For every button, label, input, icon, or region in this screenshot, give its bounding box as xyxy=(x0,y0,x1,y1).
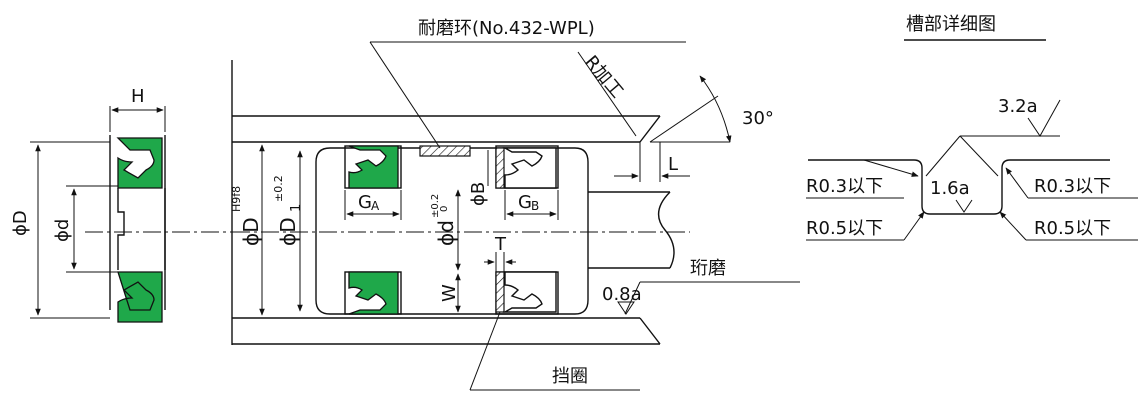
d1-label: ϕD xyxy=(276,217,300,246)
r05-left-leader xyxy=(903,211,925,241)
angle-arc xyxy=(699,75,732,143)
bore-chamfer-bottom xyxy=(639,317,661,345)
seal-a-bottom xyxy=(348,271,399,315)
seal-b-top xyxy=(502,147,557,189)
r05-right-label: R0.5以下 xyxy=(1034,218,1111,239)
bore-chamfer xyxy=(639,115,661,143)
r05-left-label: R0.5以下 xyxy=(806,218,883,239)
backup-ring-bottom xyxy=(495,271,505,313)
seal-a-top xyxy=(348,145,399,189)
gb-label: G xyxy=(518,192,532,213)
seal-lip-bottom xyxy=(117,271,163,323)
cylinder-assembly: ϕD H9f8 ϕD 1 ±0.2 G A G B ϕd ±0.2 0 ϕB T xyxy=(230,18,800,391)
seal-ring-section: H ϕD ϕd xyxy=(10,86,235,323)
r03-right-label: R0.3以下 xyxy=(1034,176,1111,197)
d0-label: ϕd xyxy=(434,220,458,246)
roughness-32-label: 3.2a xyxy=(998,96,1038,117)
groove-title: 槽部详细图 xyxy=(906,14,996,35)
backup-ring-label: 挡圈 xyxy=(552,366,588,387)
roughness-08-label: 0.8a xyxy=(602,284,642,305)
wear-ring xyxy=(419,145,471,157)
backup-leader xyxy=(469,311,501,391)
h-label: H xyxy=(131,86,145,107)
groove-profile xyxy=(808,159,1110,215)
bore-tolerance: H9f8 xyxy=(230,186,243,212)
r03-left-label: R0.3以下 xyxy=(806,176,883,197)
phid-label: ϕd xyxy=(52,219,73,242)
honing-label: 珩磨 xyxy=(690,258,726,279)
rod-break xyxy=(657,191,675,269)
backup-ring-top xyxy=(495,147,505,189)
seal-b-bottom xyxy=(502,271,557,313)
wear-ring-leader xyxy=(369,41,441,149)
piston-body xyxy=(315,147,589,315)
roughness-symbol-honing xyxy=(617,301,635,315)
phiD-label: ϕD xyxy=(10,210,31,236)
phib-label: ϕB xyxy=(468,182,489,206)
roughness-16-label: 1.6a xyxy=(930,178,970,199)
roughness-32-symbol xyxy=(1027,99,1061,137)
angle-label: 30° xyxy=(742,108,774,129)
d1-subscript: 1 xyxy=(289,204,304,212)
r-machining-label: R加工 xyxy=(580,52,627,103)
honing-leader xyxy=(624,281,641,315)
groove-detail: 槽部详细图 3.2a 1.6a R0.3以下 R0.3以下 R0.5以下 R0.… xyxy=(806,14,1138,241)
d1-tolerance: ±0.2 xyxy=(272,175,285,202)
ring-outline-inner xyxy=(117,188,166,270)
w-label: W xyxy=(439,284,460,302)
roughness-32-leader-left xyxy=(925,135,961,177)
gb-subscript: B xyxy=(531,199,539,213)
bore-label: ϕD xyxy=(239,217,263,246)
t-label: T xyxy=(494,234,507,255)
r05-right-leader xyxy=(999,211,1027,241)
wear-ring-label: 耐磨环(No.432-WPL) xyxy=(418,18,595,39)
d0-tol-zero: 0 xyxy=(439,206,450,212)
r03-left-leader xyxy=(863,159,919,177)
d0-tol-plus: ±0.2 xyxy=(430,194,441,218)
roughness-16-symbol xyxy=(955,199,973,213)
ga-label: G xyxy=(358,192,372,213)
roughness-32-leader-right xyxy=(959,135,999,177)
angle-ray xyxy=(649,95,719,143)
l-label: L xyxy=(668,154,678,175)
seal-lip-top xyxy=(116,137,163,189)
r-leader xyxy=(577,51,637,137)
ga-subscript: A xyxy=(371,199,380,213)
r03-right-leader xyxy=(1005,167,1029,199)
